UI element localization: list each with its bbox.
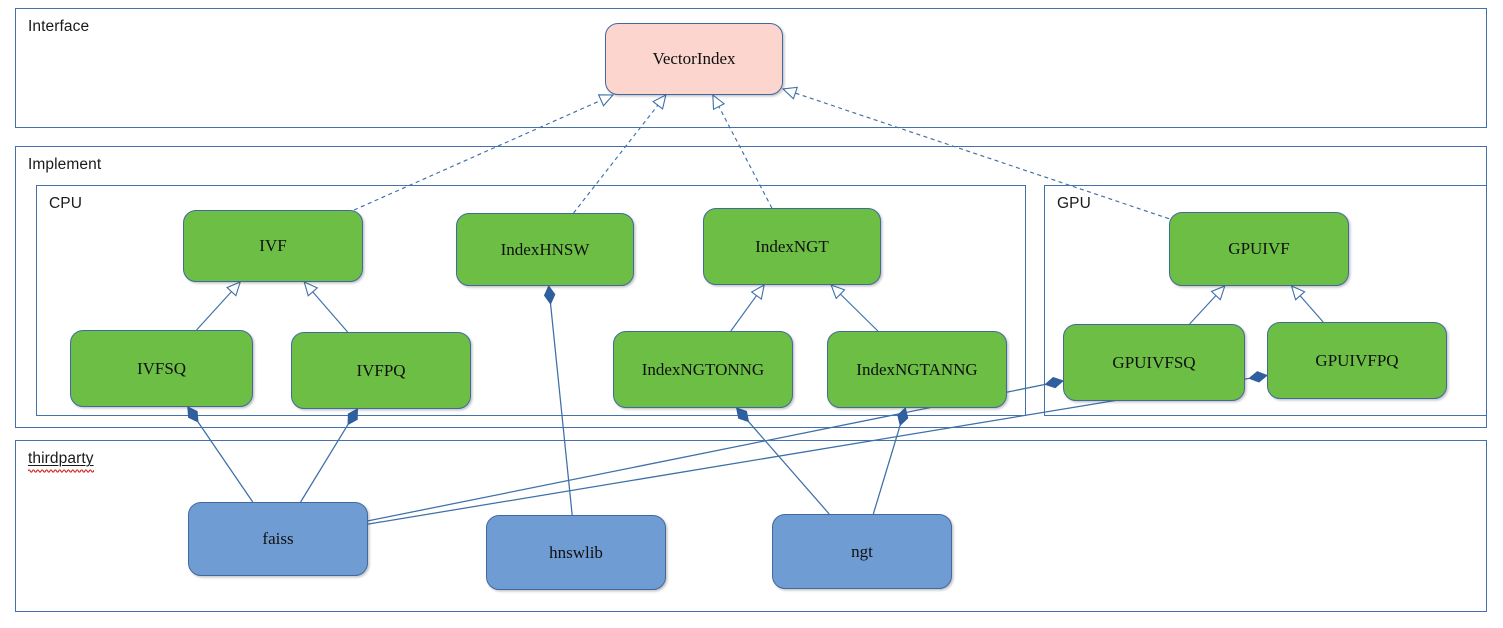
class-node-indexngt[interactable]: IndexNGT xyxy=(703,208,881,285)
frame-label-cpu: CPU xyxy=(49,195,83,212)
class-node-label: IndexNGTONNG xyxy=(641,359,765,379)
class-node-label: IVFPQ xyxy=(356,360,406,380)
class-node-label: hnswlib xyxy=(549,542,603,562)
class-node-ngt[interactable]: ngt xyxy=(772,514,952,589)
class-node-vectorindex[interactable]: VectorIndex xyxy=(605,23,783,95)
frame-label-thirdparty: thirdparty xyxy=(28,450,94,473)
frame-label-implement: Implement xyxy=(28,156,102,173)
class-node-faiss[interactable]: faiss xyxy=(188,502,368,576)
frame-label-gpu: GPU xyxy=(1057,195,1091,212)
class-node-label: IVF xyxy=(259,236,287,256)
class-node-label: IndexNGT xyxy=(755,236,829,256)
class-node-gpuivf[interactable]: GPUIVF xyxy=(1169,212,1349,286)
class-node-label: VectorIndex xyxy=(652,49,736,69)
class-node-indexhnsw[interactable]: IndexHNSW xyxy=(456,213,634,286)
class-node-label: GPUIVF xyxy=(1228,239,1290,259)
class-node-ivfsq[interactable]: IVFSQ xyxy=(70,330,253,407)
class-node-ivf[interactable]: IVF xyxy=(183,210,363,282)
frame-label-interface: Interface xyxy=(28,18,90,35)
class-node-label: IndexNGTANNG xyxy=(856,359,978,379)
class-node-indexngtanng[interactable]: IndexNGTANNG xyxy=(827,331,1007,408)
class-node-label: GPUIVFPQ xyxy=(1315,350,1399,370)
class-node-label: GPUIVFSQ xyxy=(1112,352,1196,372)
class-node-label: faiss xyxy=(262,529,294,549)
class-node-label: IndexHNSW xyxy=(500,239,590,259)
class-node-gpuivfsq[interactable]: GPUIVFSQ xyxy=(1063,324,1245,401)
class-node-label: ngt xyxy=(851,541,873,561)
class-node-hnswlib[interactable]: hnswlib xyxy=(486,515,666,590)
class-node-gpuivfpq[interactable]: GPUIVFPQ xyxy=(1267,322,1447,399)
class-node-indexngtonng[interactable]: IndexNGTONNG xyxy=(613,331,793,408)
class-node-label: IVFSQ xyxy=(136,358,187,378)
class-node-ivfpq[interactable]: IVFPQ xyxy=(291,332,471,409)
frame-gpu xyxy=(1044,185,1487,416)
